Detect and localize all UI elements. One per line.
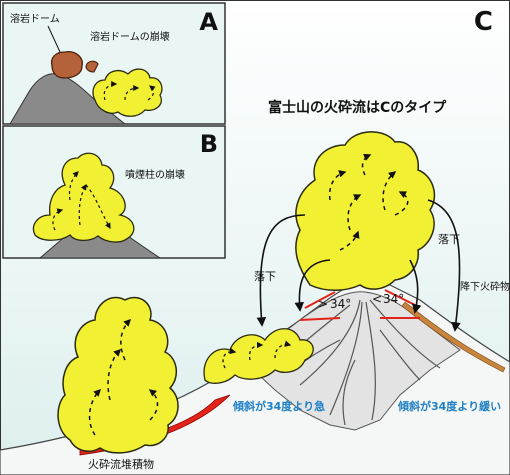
bottom-cloud-arrows — [88, 318, 159, 436]
panel-b: B 噴煙柱の崩壊 — [2, 125, 226, 259]
panel-a: A 溶岩ドーム 溶岩ドームの崩壊 — [2, 2, 226, 125]
dome-pointer — [47, 25, 61, 53]
angle-marks — [299, 289, 420, 321]
lava-dome-label: 溶岩ドーム — [10, 12, 60, 25]
angle-left-label: 34° — [330, 297, 351, 311]
tephra-band — [401, 301, 506, 373]
panel-b-collapse-label: 噴煙柱の崩壊 — [125, 168, 185, 181]
cloud-b-arrows — [52, 171, 111, 231]
eruption-column-c — [295, 131, 436, 291]
lava-dome — [50, 51, 83, 79]
fall-label-right: 落下 — [438, 233, 460, 246]
panel-c-letter: C — [474, 7, 493, 37]
deposit-label: 火砕流堆積物 — [88, 457, 154, 471]
panel-b-letter: B — [200, 130, 218, 158]
volcano-cone — [244, 291, 461, 431]
fall-label-left: 落下 — [254, 270, 276, 283]
dome-fragment — [85, 60, 99, 73]
panel-c-title: 富士山の火砕流はCのタイプ — [268, 99, 447, 116]
angle-right-symbol: < — [372, 292, 382, 306]
fall-arrows — [256, 199, 461, 332]
panel-c: C 富士山の火砕流はCのタイプ 落下 落下 > 34° < 34° 降下火砕物 … — [0, 7, 510, 475]
cloud-a-arrows — [103, 81, 156, 101]
angle-right-label: 34° — [383, 292, 404, 306]
tephra-label: 降下火砕物 — [460, 280, 510, 293]
mid-cloud-arrows — [222, 340, 292, 369]
panel-a-letter: A — [199, 8, 218, 36]
cloud-c-arrows — [328, 153, 409, 251]
panel-a-collapse-label: 溶岩ドームの崩壊 — [90, 30, 170, 43]
slope-gentle-label: 傾斜が34度より緩い — [397, 399, 501, 413]
angle-left-symbol: > — [318, 297, 328, 311]
eruption-column-b — [32, 152, 135, 243]
slope-steep-label: 傾斜が34度より急 — [232, 399, 325, 413]
flow-cloud-bottom — [57, 296, 179, 454]
